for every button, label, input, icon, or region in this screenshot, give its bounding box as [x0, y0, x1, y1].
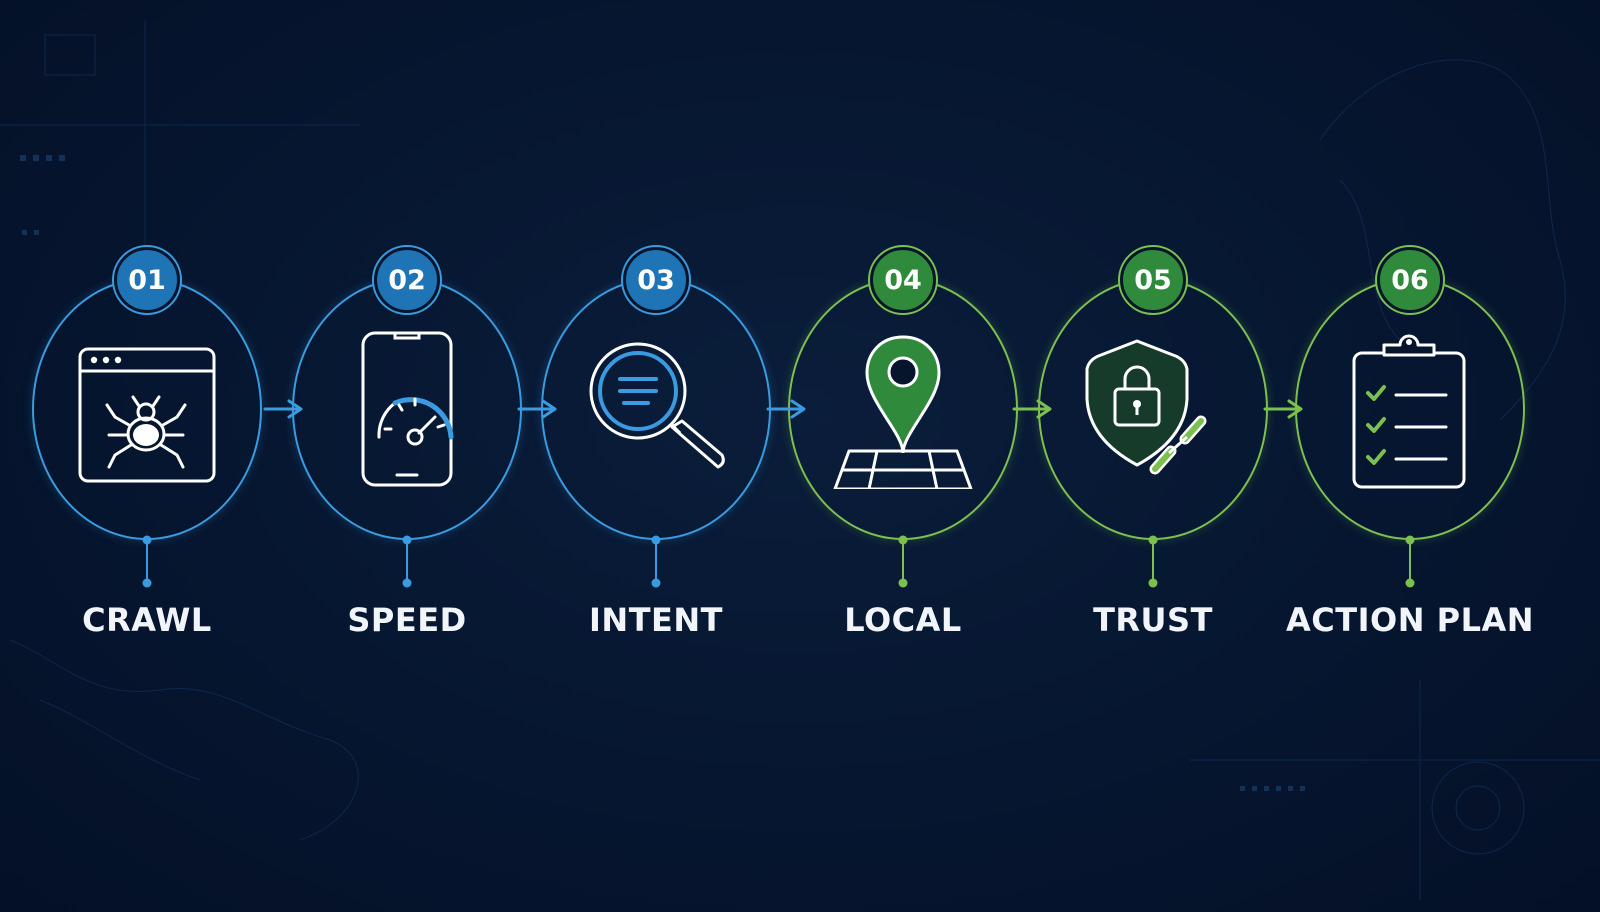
step-number-badge: 05 — [1120, 247, 1186, 313]
step-label: TRUST — [1093, 601, 1213, 639]
step-connector — [898, 535, 908, 588]
map-pin-icon — [833, 335, 973, 489]
step-label: INTENT — [589, 601, 723, 639]
step-connector — [1405, 535, 1415, 588]
step-connector — [142, 535, 152, 588]
step-action-plan: 06 ACTION PLAN — [1286, 247, 1534, 639]
step-label: SPEED — [347, 601, 467, 639]
arrow-right-icon — [517, 399, 557, 419]
arrow-right-icon — [766, 399, 806, 419]
step-trust: 05 TRUST — [1038, 247, 1268, 639]
magnifier-search-icon — [589, 342, 725, 469]
step-number-badge: 04 — [870, 247, 936, 313]
step-local: 04 LOCAL — [788, 247, 1018, 639]
step-label: LOCAL — [844, 601, 962, 639]
step-speed: 02 SPEED — [292, 247, 522, 639]
clipboard-checklist-icon — [1352, 334, 1466, 489]
phone-speedometer-icon — [361, 331, 454, 487]
step-crawl: 01 CRAWL — [32, 247, 262, 639]
step-connector — [1148, 535, 1158, 588]
step-intent: 03 INTENT — [541, 247, 771, 639]
step-connector — [651, 535, 661, 588]
step-number-badge: 01 — [114, 247, 180, 313]
arrow-right-icon — [263, 399, 303, 419]
step-connector — [402, 535, 412, 588]
browser-bug-icon — [78, 347, 216, 483]
step-label: CRAWL — [82, 601, 212, 639]
step-label: ACTION PLAN — [1286, 601, 1534, 639]
arrow-right-icon — [1012, 399, 1052, 419]
step-number-badge: 02 — [374, 247, 440, 313]
arrow-right-icon — [1263, 399, 1303, 419]
shield-lock-link-icon — [1085, 339, 1207, 475]
step-number-badge: 06 — [1377, 247, 1443, 313]
step-number-badge: 03 — [623, 247, 689, 313]
